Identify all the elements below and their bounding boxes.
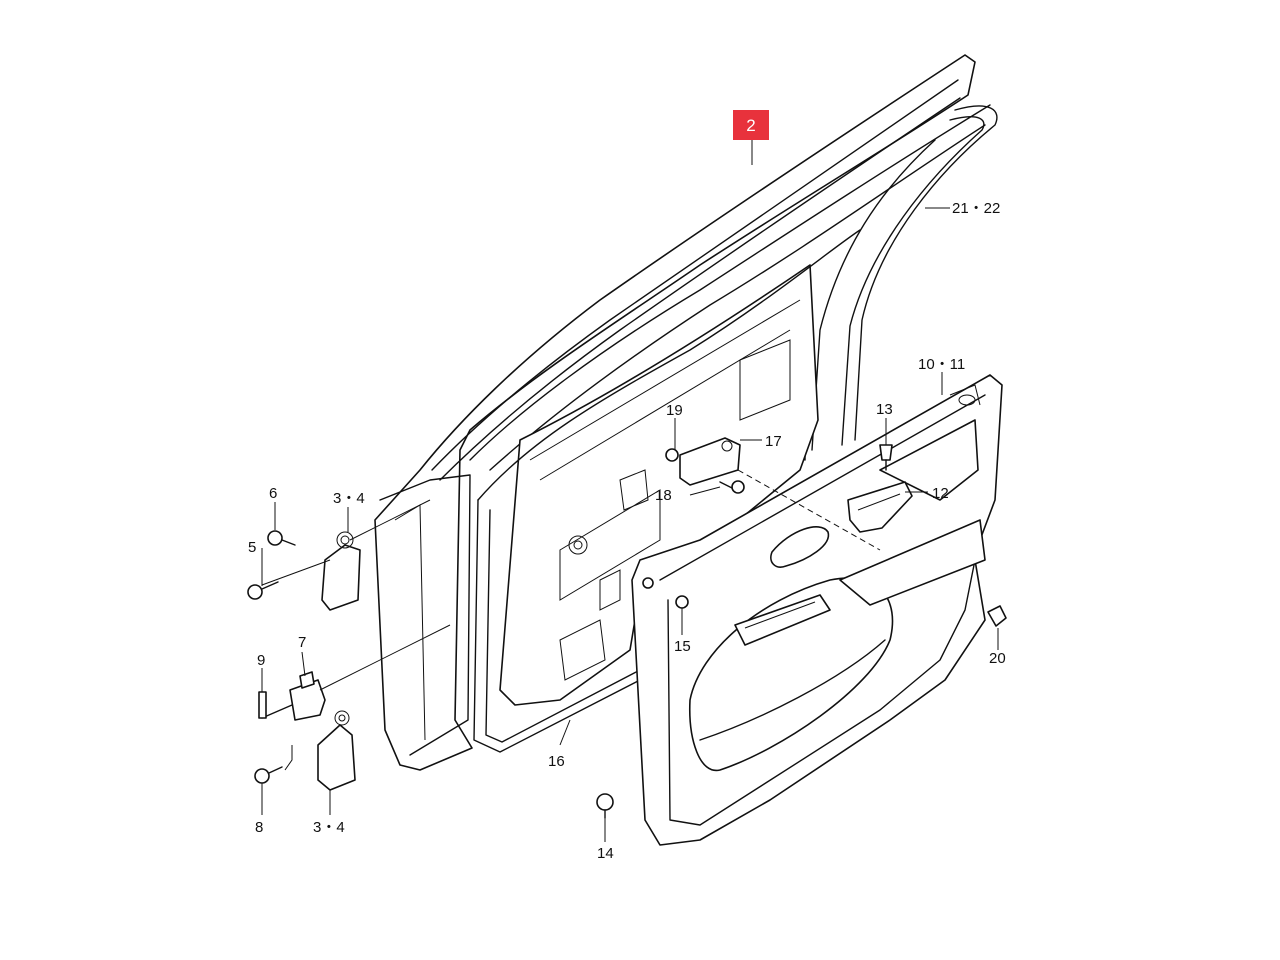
- upper-hinge: [321, 531, 361, 611]
- lower-hinge: [317, 710, 356, 791]
- door-check: [261, 671, 326, 721]
- callout-3-4-upper: 3・4: [333, 490, 365, 507]
- callout-9: 9: [257, 652, 265, 669]
- assembly-line-trim: [737, 469, 881, 551]
- cap-20: [987, 605, 1007, 627]
- assembly-line-hinge-upper: [349, 499, 431, 541]
- bolt-8: [254, 766, 283, 784]
- callout-20: 20: [989, 650, 1006, 667]
- screw-18: [719, 480, 745, 494]
- callout-18: 18: [655, 487, 672, 504]
- assembly-line-check: [319, 624, 451, 691]
- callout-13: 13: [876, 401, 893, 418]
- highlight-badge: [733, 110, 769, 140]
- bolt-5: [247, 581, 279, 600]
- bolt-6: [267, 530, 296, 546]
- callout-7: 7: [298, 634, 306, 651]
- pin-9: [258, 691, 267, 719]
- callout-15: 15: [674, 638, 691, 655]
- clip-15: [642, 577, 689, 609]
- callout-12: 12: [932, 485, 949, 502]
- highlight-badge-label: 2: [746, 116, 755, 135]
- callout-5: 5: [248, 539, 256, 556]
- callout-17: 17: [765, 433, 782, 450]
- clip-13: [879, 444, 893, 471]
- highlighted-part-2[interactable]: 2: [733, 110, 769, 140]
- callout-10-11: 10・11: [918, 356, 965, 373]
- callout-16: 16: [548, 753, 565, 770]
- callout-8: 8: [255, 819, 263, 836]
- inside-handle: [847, 481, 913, 533]
- callout-6: 6: [269, 485, 277, 502]
- callout-19: 19: [666, 402, 683, 419]
- clip-19: [665, 448, 679, 462]
- callout-14: 14: [597, 845, 614, 862]
- callout-21-22: 21・22: [952, 200, 1000, 217]
- assembly-line-hinge-lower: [284, 745, 293, 771]
- callout-3-4-lower: 3・4: [313, 819, 345, 836]
- assembly-line-bolt: [261, 559, 331, 586]
- leader-lines: [261, 140, 999, 842]
- clip-14: [596, 793, 614, 819]
